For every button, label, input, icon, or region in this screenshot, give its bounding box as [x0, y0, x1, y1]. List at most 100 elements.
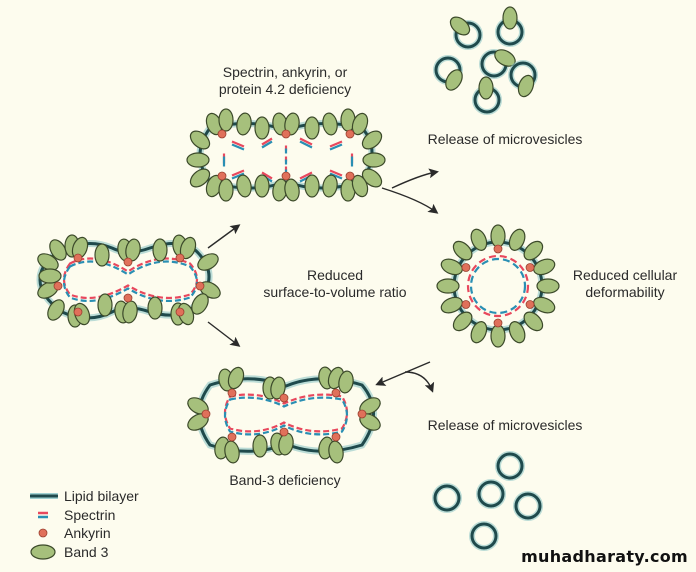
band3-protein — [449, 16, 471, 36]
band3-protein — [490, 224, 506, 248]
spherocyte-spectrin-blue — [469, 257, 527, 315]
band3-protein — [440, 296, 463, 314]
microvesicle — [496, 452, 524, 480]
band3-protein — [122, 300, 138, 324]
legend-item-band3: Band 3 — [30, 543, 139, 562]
band3-protein — [470, 321, 488, 344]
ankyrin-protein — [53, 281, 63, 291]
band3-protein — [478, 76, 494, 100]
legend-item-lipid-bilayer: Lipid bilayer — [30, 487, 139, 506]
label-reduced-ratio-line2: surface-to-volume ratio — [263, 284, 407, 300]
label-reduced-deform-line1: Reduced cellular — [572, 267, 678, 283]
band3-protein — [94, 243, 110, 267]
band3-protein — [152, 238, 168, 262]
band3-protein — [351, 174, 369, 198]
band3-protein — [452, 311, 473, 332]
ankyrin-protein — [345, 129, 355, 139]
arrow-to-bottom-cell — [207, 321, 241, 347]
band3-protein — [304, 116, 320, 140]
legend-label: Band 3 — [64, 543, 109, 560]
band3-deficient-cell — [187, 366, 381, 464]
band3-protein — [47, 299, 65, 321]
legend-label: Spectrin — [64, 506, 116, 523]
ankyrin-protein — [525, 300, 535, 309]
band3-protein — [147, 296, 163, 320]
ankyrin-protein — [217, 171, 227, 181]
band3-protein — [218, 108, 234, 132]
band3-protein — [508, 321, 526, 344]
label-reduced-ratio-line1: Reduced — [306, 267, 364, 283]
band3-protein — [328, 440, 344, 464]
microvesicle — [477, 480, 505, 508]
band3-protein — [284, 178, 300, 202]
band3-protein — [227, 366, 245, 390]
ankyrin-protein — [281, 171, 291, 181]
band3-protein — [533, 296, 556, 314]
band3-protein — [362, 152, 386, 168]
ankyrin-protein — [123, 257, 133, 267]
band3-protein — [304, 174, 320, 198]
lipid-bilayer-icon — [30, 488, 58, 504]
band3-protein — [191, 293, 209, 315]
band3-protein — [490, 324, 506, 348]
arrow-to-top-cell — [207, 224, 241, 249]
normal-cell — [36, 234, 221, 328]
arrow-top-to-vesicles — [391, 168, 439, 189]
band3-protein — [322, 112, 338, 136]
legend-label: Lipid bilayer — [64, 488, 139, 504]
arrow-bottom-to-vesicles — [404, 371, 435, 393]
band3-protein — [49, 239, 67, 261]
spectrin-icon — [30, 507, 58, 523]
band3-protein — [97, 293, 113, 317]
ankyrin-protein — [493, 244, 503, 254]
spherocyte-spectrin-red — [466, 254, 530, 318]
arrow-spherocyte-to-bottom — [375, 361, 431, 386]
band3-protein — [254, 116, 270, 140]
ankyrin-protein — [73, 307, 83, 317]
ankyrin-protein — [123, 293, 133, 303]
band3-protein — [252, 434, 268, 458]
ankyrin-protein — [493, 318, 503, 328]
band3-protein — [452, 240, 473, 261]
watermark: muhadharaty.com — [521, 547, 688, 566]
label-reduced-deform-line2: deformability — [585, 284, 665, 300]
band3-protein — [338, 370, 354, 394]
legend-item-ankyrin: Ankyrin — [30, 524, 139, 543]
microvesicle — [454, 21, 482, 49]
band3-protein — [533, 258, 556, 276]
ankyrin-protein — [175, 307, 185, 317]
band3-protein — [536, 278, 560, 294]
ankyrin-protein — [195, 281, 205, 291]
band3-protein — [38, 268, 62, 284]
band3-protein — [270, 376, 286, 400]
microvesicle — [470, 522, 498, 550]
band3-protein — [322, 174, 338, 198]
band3-protein — [197, 253, 219, 271]
band3-protein — [445, 69, 463, 91]
label-top-deficiency-line2: protein 4.2 deficiency — [218, 81, 352, 97]
band3-protein — [361, 168, 383, 188]
label-top-deficiency-line1: Spectrin, ankyrin, or — [222, 64, 348, 80]
ankyrin-protein — [201, 409, 211, 419]
ankyrin-protein — [279, 427, 289, 437]
band3-protein — [351, 112, 369, 136]
spherocyte-cell — [436, 224, 560, 348]
band3-protein — [502, 6, 518, 30]
ankyrin-protein — [73, 253, 83, 263]
legend: Lipid bilayer Spectrin Ankyrin Band 3 — [30, 487, 139, 561]
band3-protein — [236, 174, 252, 198]
ankyrin-icon — [30, 525, 58, 541]
microvesicles-top — [433, 6, 538, 115]
ankyrin-protein — [279, 393, 289, 403]
ankyrin-protein — [331, 388, 341, 398]
band3-protein — [508, 228, 526, 251]
band3-protein — [37, 253, 59, 271]
label-band3-deficiency: Band-3 deficiency — [229, 472, 341, 488]
bottom-cell-bilayer — [197, 377, 375, 453]
band3-protein — [236, 112, 252, 136]
band3-icon — [30, 544, 58, 560]
legend-label: Ankyrin — [64, 525, 111, 541]
band3-protein — [523, 311, 544, 332]
microvesicle — [433, 484, 461, 512]
